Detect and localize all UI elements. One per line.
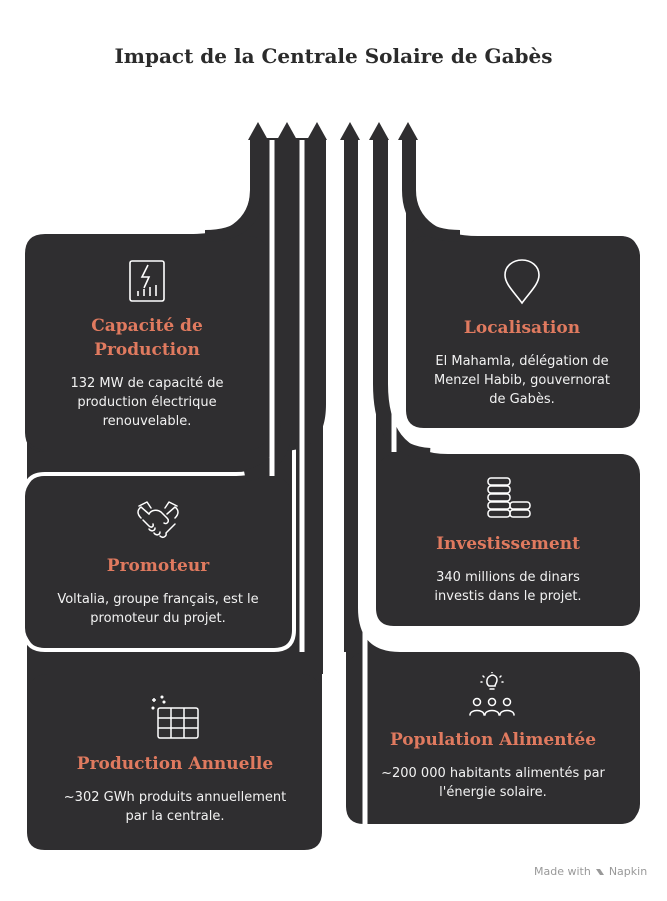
card-investissement: Investissement 340 millions de dinars in… <box>390 476 626 606</box>
footer-made-with: Made with <box>534 865 591 878</box>
card-title-localisation: Localisation <box>463 318 581 338</box>
card-title-production: Production Annuelle <box>76 754 274 774</box>
card-title-population: Population Alimentée <box>389 730 597 750</box>
card-text-capacite: 132 MW de capacité de production électri… <box>70 376 224 429</box>
card-population: Population Alimentée ~200 000 habitants … <box>362 672 624 802</box>
arrowhead-5 <box>369 122 389 140</box>
shaft-2 <box>243 140 293 482</box>
people-bulb-icon <box>469 672 515 716</box>
location-pin-icon <box>504 259 540 305</box>
card-promoteur: Promoteur Voltalia, groupe français, est… <box>40 496 276 628</box>
arrowhead-1 <box>248 122 268 140</box>
card-text-investissement: 340 millions de dinars investis dans le … <box>434 570 582 604</box>
shaft-6 <box>402 140 461 242</box>
shaft-5 <box>373 140 431 460</box>
arrowhead-2 <box>277 122 297 140</box>
solar-panel-icon <box>151 695 199 739</box>
arrowhead-6 <box>398 122 418 140</box>
solar-document-icon <box>129 260 165 302</box>
napkin-logo-icon <box>595 868 604 875</box>
footer-brand: Napkin <box>608 865 648 878</box>
card-text-promoteur: Voltalia, groupe français, est le promot… <box>57 592 259 626</box>
arrowhead-4 <box>340 122 360 140</box>
card-text-production: ~302 GWh produits annuellement par la ce… <box>63 790 287 824</box>
arrowhead-3 <box>307 122 327 140</box>
card-title-capacite: Capacité de Production <box>91 316 203 360</box>
card-localisation: Localisation El Mahamla, délégation de M… <box>418 258 626 409</box>
footer: Made with Napkin <box>534 865 647 878</box>
shaft-1 <box>204 140 264 242</box>
coin-stack-icon <box>487 477 531 518</box>
card-title-investissement: Investissement <box>436 534 580 554</box>
card-capacite: Capacité de Production 132 MW de capacit… <box>40 258 254 431</box>
card-title-promoteur: Promoteur <box>106 556 210 576</box>
card-text-population: ~200 000 habitants alimentés par l'énerg… <box>381 766 605 800</box>
card-text-localisation: El Mahamla, délégation de Menzel Habib, … <box>434 354 610 407</box>
handshake-icon <box>137 501 179 538</box>
card-production: Production Annuelle ~302 GWh produits an… <box>44 694 306 826</box>
page-title: Impact de la Centrale Solaire de Gabès <box>114 44 553 68</box>
